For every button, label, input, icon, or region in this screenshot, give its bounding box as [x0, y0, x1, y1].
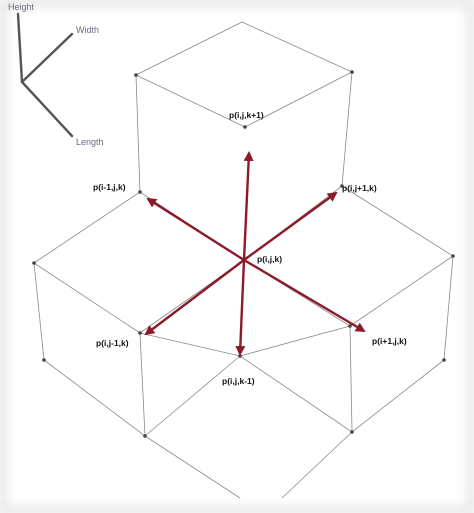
neighbor-arrows [144, 151, 366, 356]
arrow-to-upper-right [243, 191, 338, 261]
arrow-to-lower-left [144, 259, 245, 336]
arrow-to-upper-left [146, 197, 245, 262]
length-axis [20, 80, 74, 138]
arrow-to-lower-right [243, 258, 366, 333]
label-lower-left: p(i,j-1,k) [96, 338, 129, 348]
width-axis [20, 32, 74, 84]
label-center: p(i,j,k) [257, 254, 282, 264]
label-bottom: p(i,j,k-1) [222, 376, 255, 386]
arrow-to-bottom [235, 259, 246, 356]
label-upper-right: p(i,j+1,k) [342, 183, 377, 193]
label-lower-right: p(i+1,j,k) [372, 336, 407, 346]
height-axis-label: Height [8, 2, 35, 12]
axes-icon [16, 12, 74, 138]
top-cube [135, 21, 353, 193]
arrow-to-top [242, 151, 254, 261]
label-top: p(i,j,k+1) [229, 110, 264, 120]
length-axis-label: Length [76, 137, 104, 147]
label-upper-left: p(i-1,j,k) [93, 182, 126, 192]
height-axis [16, 12, 24, 84]
width-axis-label: Width [76, 25, 99, 35]
